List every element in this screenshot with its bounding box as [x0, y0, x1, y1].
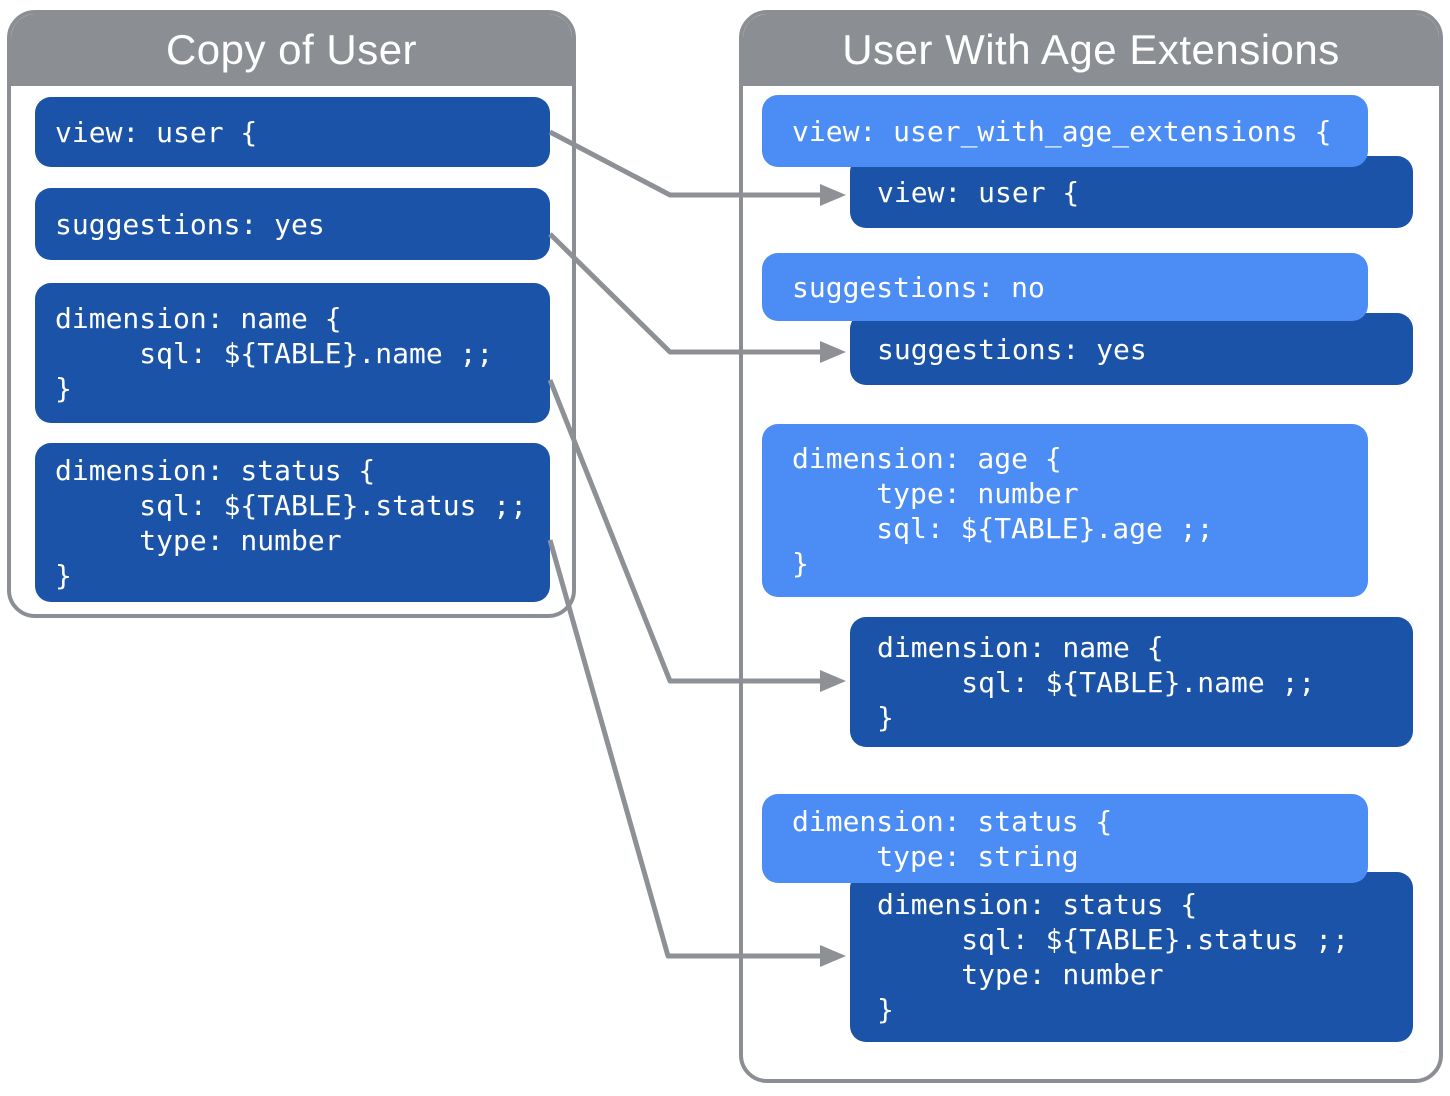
code-block-suggestions-override: suggestions: no — [762, 253, 1368, 321]
code-text-dimension-status: dimension: status { sql: ${TABLE}.status… — [55, 453, 528, 592]
panel-user-with-age-extensions-title: User With Age Extensions — [842, 26, 1340, 73]
code-text-dimension-status-override: dimension: status { type: string — [792, 804, 1113, 873]
code-block-dimension-name: dimension: name { sql: ${TABLE}.name ;; … — [35, 283, 550, 423]
panel-user-with-age-extensions-header: User With Age Extensions — [743, 14, 1439, 86]
code-block-view-user: view: user { — [35, 97, 550, 167]
code-block-dimension-status-override: dimension: status { type: string — [762, 794, 1368, 883]
code-text-dimension-status-inherited: dimension: status { sql: ${TABLE}.status… — [877, 888, 1350, 1026]
code-block-dimension-age-new: dimension: age { type: number sql: ${TAB… — [762, 424, 1368, 597]
panel-copy-of-user-title: Copy of User — [165, 26, 418, 73]
code-text-dimension-age-new: dimension: age { type: number sql: ${TAB… — [792, 441, 1214, 580]
code-block-suggestions-yes: suggestions: yes — [35, 188, 550, 260]
code-block-view-extension-override: view: user_with_age_extensions { — [762, 95, 1368, 167]
code-block-dimension-status-inherited: dimension: status { sql: ${TABLE}.status… — [850, 872, 1413, 1042]
code-text-suggestions-inherited: suggestions: yes — [877, 332, 1147, 366]
code-block-suggestions-inherited: suggestions: yes — [850, 313, 1413, 385]
code-block-dimension-name-inherited: dimension: name { sql: ${TABLE}.name ;; … — [850, 617, 1413, 747]
code-text-suggestions-override: suggestions: no — [792, 270, 1045, 304]
code-text-dimension-name: dimension: name { sql: ${TABLE}.name ;; … — [55, 301, 494, 405]
code-text-suggestions-yes: suggestions: yes — [55, 207, 325, 241]
code-text-dimension-name-inherited: dimension: name { sql: ${TABLE}.name ;; … — [877, 630, 1316, 734]
code-text-view-user-inherited: view: user { — [877, 175, 1080, 209]
code-block-dimension-status: dimension: status { sql: ${TABLE}.status… — [35, 443, 550, 602]
code-block-view-user-inherited: view: user { — [850, 156, 1413, 228]
code-text-view-extension-override: view: user_with_age_extensions { — [792, 114, 1332, 148]
code-text-view-user: view: user { — [55, 115, 258, 149]
panel-copy-of-user-header: Copy of User — [11, 14, 572, 86]
